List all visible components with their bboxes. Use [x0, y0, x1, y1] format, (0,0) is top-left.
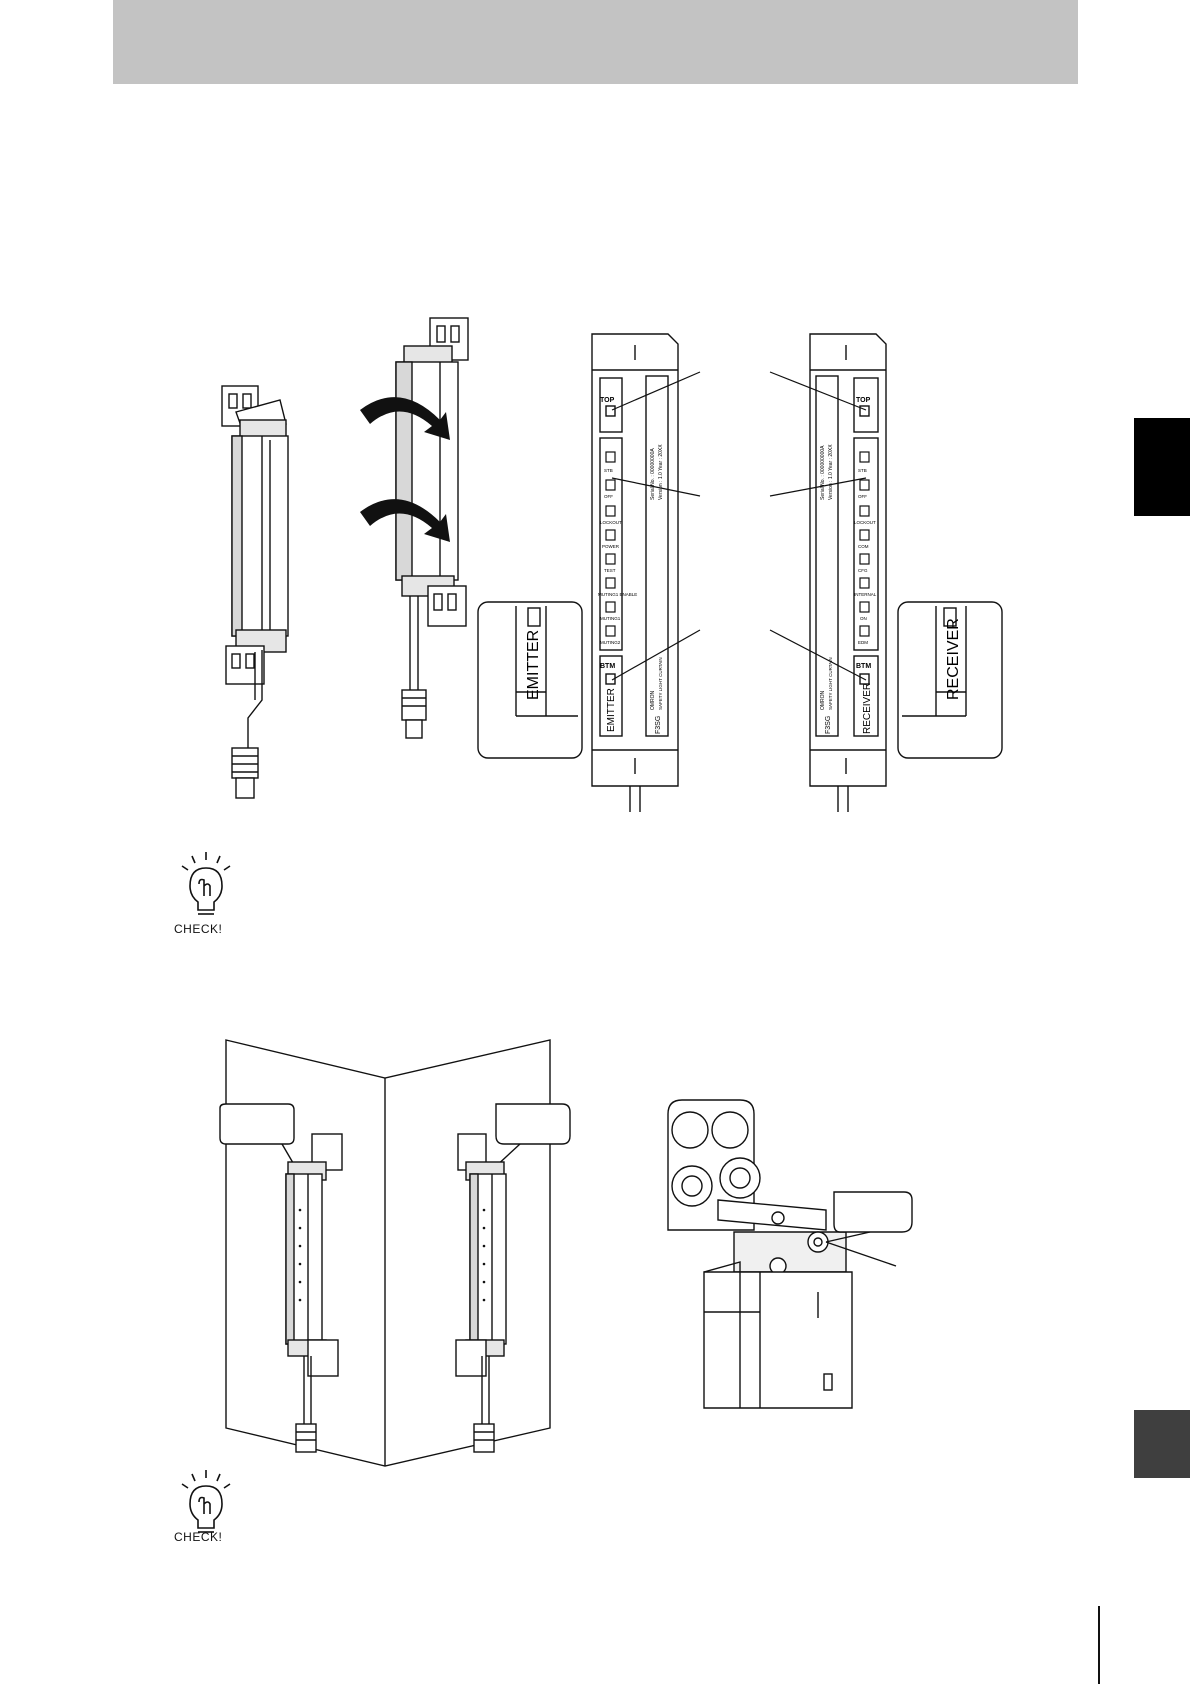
receiver-indicator-label: CFG [858, 568, 868, 573]
receiver-indicator-labels: STB OFF LOCKOUT COM CFG INTERNAL ON EDM [854, 468, 877, 645]
header-band [113, 0, 1078, 84]
emitter-callout-name: EMITTER [525, 630, 542, 700]
mounted-sensor-right [455, 1133, 507, 1453]
receiver-name-label: RECEIVER [862, 683, 873, 734]
emitter-product: SAFETY LIGHT CURTAIN [658, 657, 663, 710]
receiver-callout-name: RECEIVER [945, 618, 962, 700]
mounted-sensor-left [285, 1133, 343, 1453]
check-tip-icon [181, 852, 231, 915]
emitter-indicator-label: LOCKOUT [600, 520, 622, 525]
rotation-arrows [360, 397, 450, 542]
corner-mounting-figure [219, 1039, 913, 1467]
check-label: CHECK! [174, 1530, 223, 1544]
emitter-indicator-label: MUTING2 [600, 640, 621, 645]
receiver-product: SAFETY LIGHT CURTAIN [828, 657, 833, 710]
receiver-serial: Serial No. : 000000000A [820, 445, 826, 500]
leader-lines [611, 371, 867, 681]
emitter-serial: Serial No. : 00000000A [650, 448, 656, 500]
callout-bubble-left [219, 1103, 295, 1145]
receiver-btm-label: BTM [856, 663, 871, 670]
emitter-brand: OMRON [650, 690, 656, 710]
check-tip-icon [181, 1470, 231, 1533]
receiver-indicator-label: STB [858, 468, 867, 473]
emitter-model: F3SG [655, 716, 662, 734]
receiver-version: Version : 1.0 Year : 20XX [828, 444, 834, 500]
receiver-model: F3SG [825, 716, 832, 734]
emitter-top-label: TOP [600, 397, 615, 404]
receiver-indicator-label: ON [860, 616, 867, 621]
emitter-callout [477, 601, 583, 759]
receiver-callout [897, 601, 1003, 759]
receiver-indicator-label: OFF [858, 494, 867, 499]
check-label: CHECK! [174, 922, 223, 936]
emitter-indicator-label: TEST [604, 568, 616, 573]
emitter-indicator-label: MUTING1 ENABLE [598, 592, 637, 597]
sensor-unit-rotated [395, 317, 469, 739]
emitter-indicator-label: MUTING1 [600, 616, 621, 621]
chapter-tab [1134, 418, 1190, 516]
emitter-indicator-labels: STB OFF LOCKOUT POWER TEST MUTING1 ENABL… [598, 468, 637, 645]
receiver-indicator-label: INTERNAL [854, 592, 877, 597]
emitter-btm-label: BTM [600, 663, 615, 670]
receiver-brand: OMRON [820, 690, 826, 710]
callout-bubble-right [495, 1103, 571, 1145]
receiver-indicator-label: COM [858, 544, 869, 549]
receiver-panel [809, 333, 887, 812]
receiver-top-label: TOP [856, 397, 871, 404]
page-number-rule [1098, 1606, 1100, 1684]
sensor-orientation-figure: TOP BTM STB OFF LOCKOUT POWER TEST MUTIN… [221, 317, 1003, 812]
emitter-indicator-label: STB [604, 468, 613, 473]
receiver-indicator-label: LOCKOUT [854, 520, 876, 525]
emitter-version: Version : 1.0 Year : 20XX [658, 444, 664, 500]
section-tab [1134, 1410, 1190, 1478]
emitter-name-label: EMITTER [606, 688, 617, 732]
emitter-indicator-label: OFF [604, 494, 613, 499]
emitter-indicator-label: POWER [602, 544, 620, 549]
emitter-panel [591, 333, 679, 812]
sensor-unit-left [221, 385, 289, 799]
bracket-closeup [667, 1099, 913, 1409]
receiver-indicator-label: EDM [858, 640, 868, 645]
